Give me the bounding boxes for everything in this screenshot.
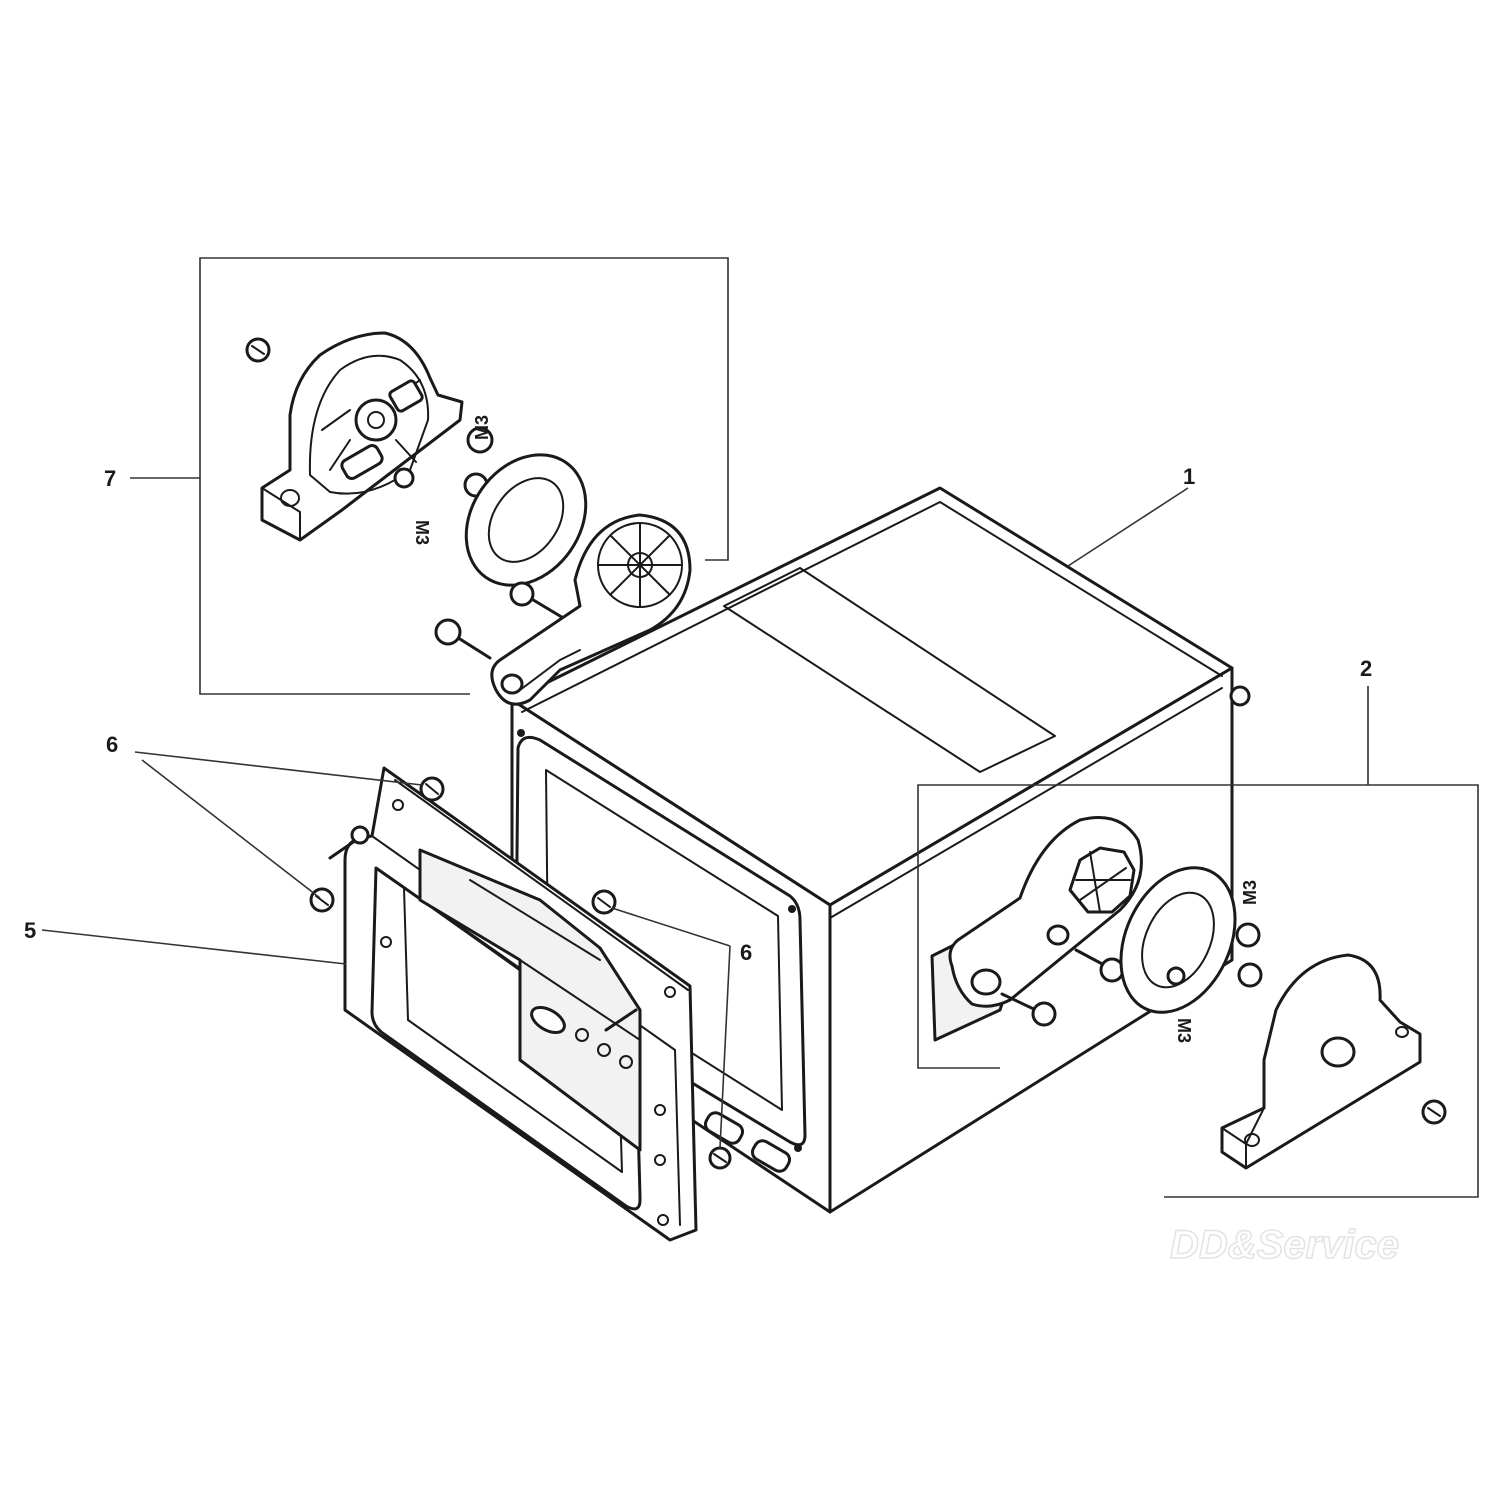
- detail-box-7: M3 M3: [199, 257, 729, 706]
- screw-left: [328, 825, 370, 860]
- screw-center: [591, 889, 617, 915]
- front-frame: [343, 766, 698, 1242]
- bearing-block-right: [1220, 953, 1422, 1170]
- callout-1: 1: [1183, 464, 1195, 489]
- watermark: DD&Service: [1170, 1223, 1399, 1267]
- screw-inner: [604, 1008, 638, 1032]
- stamp-right-upper: M3: [1240, 880, 1260, 905]
- cap-screw-7a: [509, 581, 572, 624]
- callout-6-left: 6: [106, 732, 118, 757]
- screw-bottom: [708, 1146, 732, 1170]
- washer-ring-7: [464, 453, 588, 587]
- top-label-plate: [723, 567, 1056, 773]
- knob: [1068, 846, 1136, 914]
- stamp-left-lower: M3: [412, 520, 432, 545]
- cap-screw-7b: [434, 618, 492, 660]
- washer-ring-2: [1119, 866, 1237, 1014]
- screw-top: [419, 776, 445, 802]
- callout-2: 2: [1360, 656, 1372, 681]
- screw-left-lower: [309, 887, 335, 913]
- mounting-plate-right: [930, 816, 1143, 1042]
- callout-6-right: 6: [740, 940, 752, 965]
- stamp-right-lower: M3: [1174, 1018, 1194, 1043]
- callout-7: 7: [104, 466, 116, 491]
- screw-detail7: [245, 337, 271, 363]
- screw-detail2: [1421, 1099, 1447, 1125]
- callout-5: 5: [24, 918, 36, 943]
- leader-lines: [41, 477, 1369, 1149]
- bearing-block-left: [260, 331, 464, 542]
- detail-box-2: M3 M3: [917, 784, 1479, 1198]
- spoked-wheel-plate: [490, 513, 692, 706]
- cap-screw-2a: [1000, 992, 1057, 1027]
- stamp-left-upper: M3: [472, 415, 492, 440]
